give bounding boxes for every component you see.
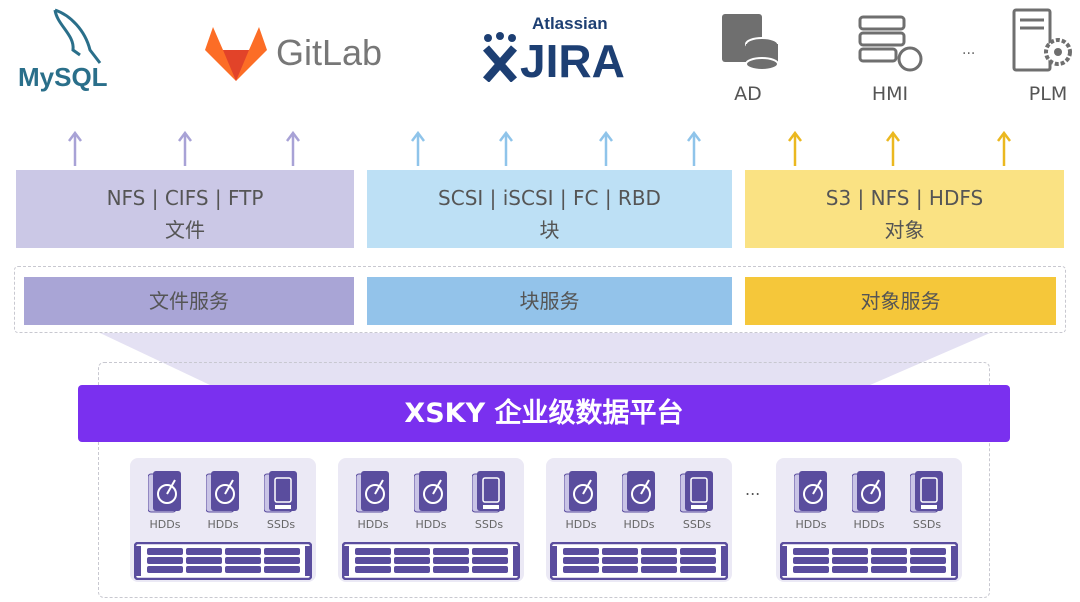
drive-label: HDDs <box>207 518 239 531</box>
hdd-icon <box>205 470 240 514</box>
ad-label: AD <box>734 83 762 105</box>
apps-ellipsis: ... <box>962 42 976 58</box>
jira-label: JIRA <box>520 35 625 87</box>
server-rack-icon <box>550 542 728 580</box>
ssd-icon <box>263 470 298 514</box>
database-server-icon <box>722 14 779 71</box>
drive-label: HDDs <box>853 518 885 531</box>
block-service: 块服务 <box>367 277 732 325</box>
block-label: 块 <box>539 218 560 242</box>
services-group <box>14 266 1066 333</box>
up-arrow-icon <box>286 130 300 166</box>
up-arrow-icon <box>788 130 802 166</box>
ssd-icon <box>471 470 506 514</box>
hdd-icon <box>563 470 598 514</box>
drive-label: SSDs <box>474 518 504 531</box>
hdd-icon <box>355 470 390 514</box>
file-protocols-box: NFS | CIFS | FTP 文件 <box>16 170 354 248</box>
hmi-server-sync-icon <box>858 15 923 72</box>
storage-node: HDDs HDDs SSDs <box>338 458 524 582</box>
server-rack-icon <box>342 542 520 580</box>
nodes-ellipsis: ... <box>745 480 761 499</box>
gitlab-fox-icon <box>205 27 267 81</box>
up-arrow-icon <box>599 130 613 166</box>
object-protocols: S3 | NFS | HDFS <box>825 186 984 210</box>
up-arrow-icon <box>411 130 425 166</box>
hdd-icon <box>413 470 448 514</box>
storage-node: HDDs HDDs SSDs <box>130 458 316 582</box>
hdd-icon <box>621 470 656 514</box>
hdd-icon <box>793 470 828 514</box>
object-service: 对象服务 <box>745 277 1056 325</box>
drive-label: HDDs <box>357 518 389 531</box>
drive-label: SSDs <box>266 518 296 531</box>
mysql-label: MySQL <box>18 62 108 92</box>
storage-node: HDDs HDDs SSDs <box>546 458 732 582</box>
drive-label: HDDs <box>149 518 181 531</box>
up-arrow-icon <box>886 130 900 166</box>
cluster-group <box>98 362 990 598</box>
drive-label: HDDs <box>795 518 827 531</box>
plm-label: PLM <box>1028 83 1068 105</box>
gitlab-label: GitLab <box>276 32 383 73</box>
funnel-shape <box>100 333 990 385</box>
atlassian-label: Atlassian <box>532 14 608 33</box>
drive-label: HDDs <box>415 518 447 531</box>
up-arrow-icon <box>997 130 1011 166</box>
block-protocols-box: SCSI | iSCSI | FC | RBD 块 <box>367 170 732 248</box>
xsky-platform-bar: XSKY 企业级数据平台 <box>78 385 1010 442</box>
hdd-icon <box>147 470 182 514</box>
jira-people-icon <box>482 32 518 82</box>
block-protocols: SCSI | iSCSI | FC | RBD <box>438 186 661 210</box>
object-label: 对象 <box>884 218 925 242</box>
ssd-icon <box>679 470 714 514</box>
storage-node: HDDs HDDs SSDs <box>776 458 962 582</box>
dolphin-icon <box>53 8 102 64</box>
drive-label: HDDs <box>623 518 655 531</box>
up-arrow-icon <box>178 130 192 166</box>
up-arrow-icon <box>68 130 82 166</box>
object-protocols-box: S3 | NFS | HDFS 对象 <box>745 170 1064 248</box>
file-protocols: NFS | CIFS | FTP <box>106 186 264 210</box>
file-service: 文件服务 <box>24 277 354 325</box>
drive-label: SSDs <box>682 518 712 531</box>
up-arrow-icon <box>499 130 513 166</box>
up-arrow-icon <box>687 130 701 166</box>
hmi-label: HMI <box>871 83 909 105</box>
hdd-icon <box>851 470 886 514</box>
drive-label: SSDs <box>912 518 942 531</box>
server-rack-icon <box>134 542 312 580</box>
server-rack-icon <box>780 542 958 580</box>
drive-label: HDDs <box>565 518 597 531</box>
ssd-icon <box>909 470 944 514</box>
plm-server-gear-icon <box>1012 8 1072 72</box>
file-label: 文件 <box>165 218 205 242</box>
